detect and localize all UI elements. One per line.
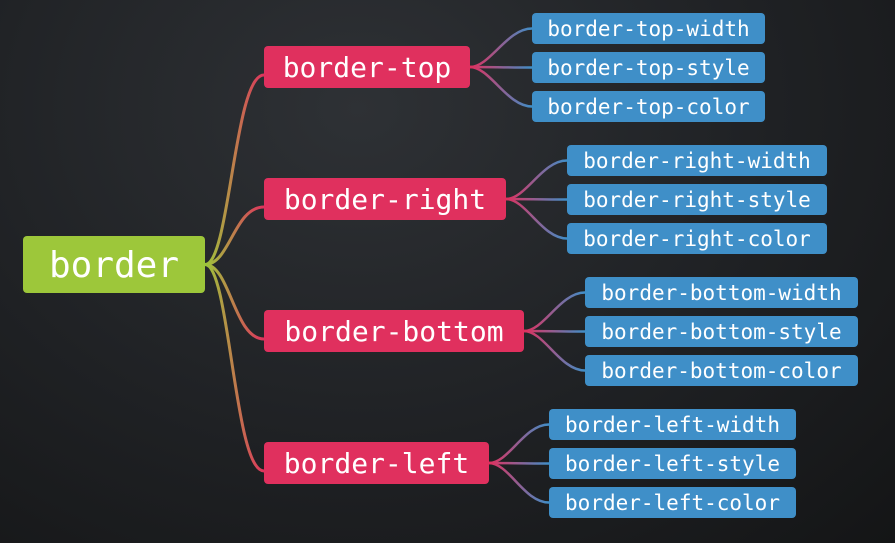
leaf-node-border-right-color-label: border-right-color: [583, 227, 811, 251]
connector-border-left-style: [488, 461, 550, 465]
connector-border-bottom-style: [523, 329, 586, 333]
connector-border-left-width: [488, 423, 550, 465]
leaf-node-border-right-width-box: [567, 145, 827, 176]
leaf-node-border-left-style-label: border-left-style: [565, 452, 780, 476]
leaf-node-border-top-style-box: [532, 52, 765, 83]
leaf-node-border-bottom-color-label: border-bottom-color: [601, 359, 841, 383]
leaf-node-border-bottom-style: border-bottom-style: [585, 316, 858, 347]
leaf-node-border-right-style-label: border-right-style: [583, 188, 811, 212]
leaf-node-border-left-style: border-left-style: [549, 448, 796, 479]
leaf-node-border-bottom-width-label: border-bottom-width: [601, 281, 841, 305]
branch-node-border-top-label: border-top: [283, 51, 452, 84]
leaf-node-border-top-color: border-top-color: [532, 91, 765, 122]
connector-border-left-color: [488, 461, 550, 504]
leaf-node-border-right-color: border-right-color: [567, 223, 827, 254]
leaf-node-border-top-style: border-top-style: [532, 52, 765, 83]
leaf-node-border-left-color: border-left-color: [549, 487, 796, 518]
leaf-node-border-right-width-label: border-right-width: [583, 149, 811, 173]
branch-node-border-left: border-left: [264, 442, 489, 484]
leaf-node-border-top-width-label: border-top-width: [547, 17, 749, 41]
leaf-node-border-bottom-color-box: [585, 355, 858, 386]
branch-node-border-top-box: [264, 46, 470, 88]
connector-border-right-style: [505, 197, 568, 201]
leaf-node-border-top-width: border-top-width: [532, 13, 765, 44]
leaf-node-border-right-color-box: [567, 223, 827, 254]
leaf-node-border-right-style-box: [567, 184, 827, 215]
leaf-node-border-bottom-style-box: [585, 316, 858, 347]
connector-lines: [204, 27, 586, 504]
leaf-node-border-left-width: border-left-width: [549, 409, 796, 440]
leaf-node-border-left-color-label: border-left-color: [565, 491, 780, 515]
connector-border-top-width: [469, 27, 533, 69]
branch-node-border-right-label: border-right: [284, 183, 486, 216]
connector-border-bottom-width: [523, 291, 586, 333]
branch-node-border-right: border-right: [264, 178, 506, 220]
root-node-label: border: [49, 245, 179, 286]
leaf-node-border-bottom-width: border-bottom-width: [585, 277, 858, 308]
connector-root-border-top: [204, 73, 265, 266]
connector-border-bottom-color: [523, 329, 586, 372]
root-node: border: [23, 236, 205, 293]
branch-node-border-right-box: [264, 178, 506, 220]
branch-node-border-left-box: [264, 442, 489, 484]
leaf-node-border-top-color-label: border-top-color: [547, 95, 749, 119]
connector-root-border-bottom: [204, 263, 265, 341]
leaf-node-border-top-color-box: [532, 91, 765, 122]
connector-root-border-right: [204, 205, 265, 266]
connector-border-top-color: [469, 65, 533, 108]
connector-border-top-style: [469, 65, 533, 69]
leaf-node-border-left-style-box: [549, 448, 796, 479]
leaf-node-border-bottom-color: border-bottom-color: [585, 355, 858, 386]
branch-node-border-bottom: border-bottom: [264, 310, 524, 352]
connector-root-border-left: [204, 263, 265, 473]
leaf-node-border-right-style: border-right-style: [567, 184, 827, 215]
leaf-node-border-left-width-box: [549, 409, 796, 440]
branch-node-border-left-label: border-left: [284, 447, 469, 480]
leaf-node-border-left-color-box: [549, 487, 796, 518]
leaf-node-border-bottom-width-box: [585, 277, 858, 308]
leaf-node-border-top-width-box: [532, 13, 765, 44]
root-node-box: [23, 236, 205, 293]
diagram-nodes: border border-top border-top-width border-t…: [23, 13, 858, 518]
leaf-node-border-left-width-label: border-left-width: [565, 413, 780, 437]
connector-border-right-color: [505, 197, 568, 240]
connector-border-right-width: [505, 159, 568, 201]
branch-node-border-bottom-label: border-bottom: [284, 315, 503, 348]
leaf-node-border-bottom-style-label: border-bottom-style: [601, 320, 841, 344]
branch-node-border-top: border-top: [264, 46, 470, 88]
leaf-node-border-top-style-label: border-top-style: [547, 56, 749, 80]
branch-node-border-bottom-box: [264, 310, 524, 352]
leaf-node-border-right-width: border-right-width: [567, 145, 827, 176]
